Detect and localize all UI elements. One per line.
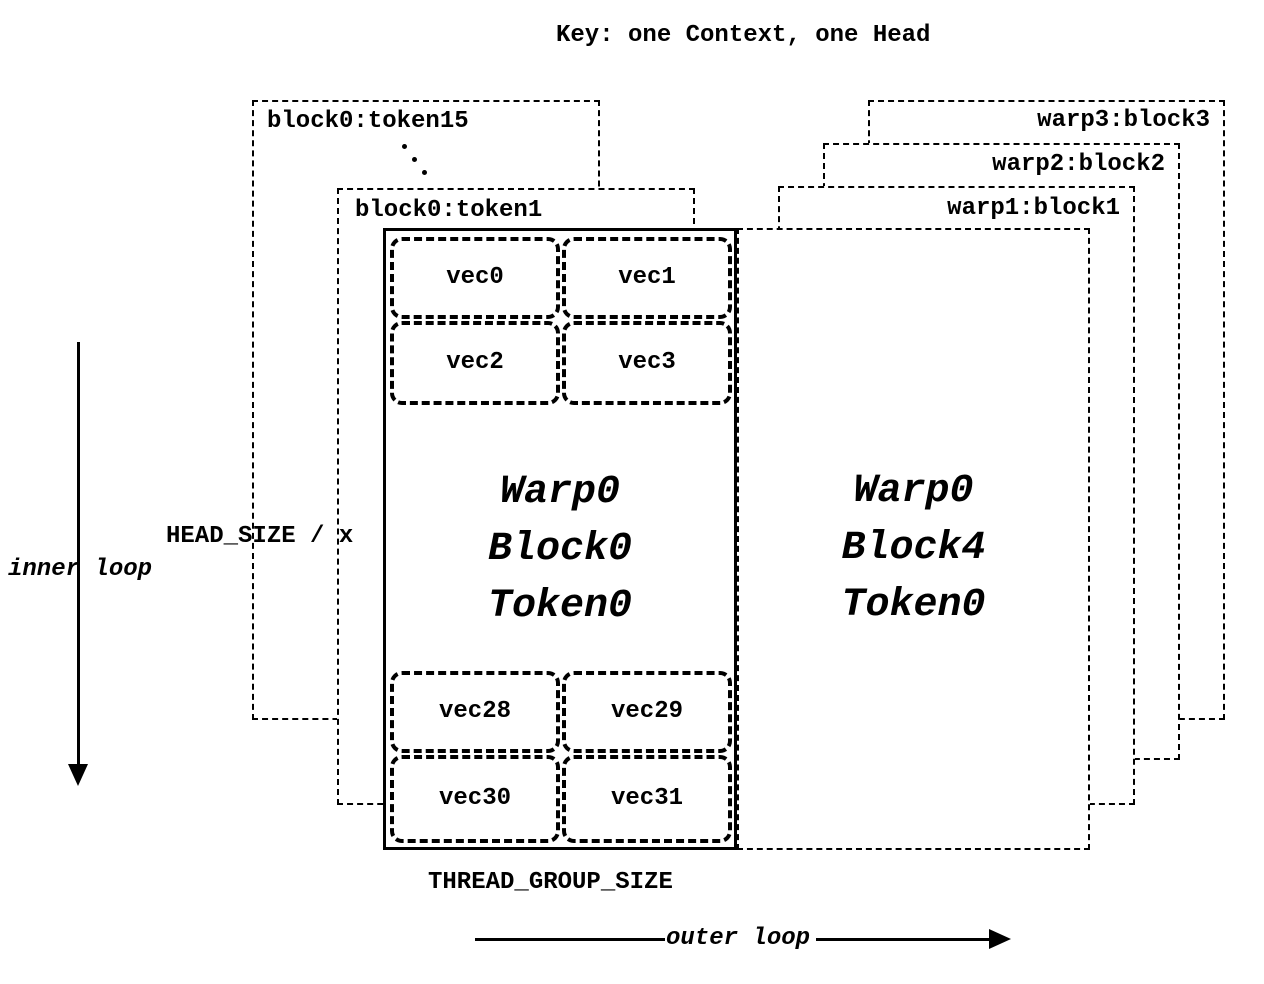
vec-label: vec2 (446, 349, 504, 377)
inner-loop-label: inner loop (8, 556, 153, 583)
ellipsis-dot (412, 157, 417, 162)
block-title: Warp0 Block0 Token0 (386, 464, 734, 635)
warp-box-label-warp3-block3: warp3:block3 (1037, 107, 1210, 134)
vec-label: vec1 (618, 264, 676, 292)
inner-loop-arrow (77, 342, 80, 766)
vec-label: vec28 (438, 698, 511, 726)
ellipsis-dot (402, 144, 407, 149)
vec-cell: vec3 (562, 321, 732, 405)
diagonal-ellipsis-icon (402, 144, 432, 180)
inner-loop-arrowhead-icon (68, 764, 88, 786)
vec-label: vec31 (610, 785, 683, 813)
outer-loop-arrowhead-icon (989, 929, 1011, 949)
context-box-label-block0-token1: block0:token1 (355, 197, 543, 224)
diagram-title: Key: one Context, one Head (556, 22, 931, 49)
vec-label: vec30 (438, 785, 511, 813)
head-size-label: HEAD_SIZE / x (166, 523, 354, 550)
warp-box-label-warp2-block2: warp2:block2 (992, 151, 1165, 178)
context-box-label-block0-token15: block0:token15 (267, 108, 469, 135)
vec-label: vec3 (618, 349, 676, 377)
block-title-line: Block4 (841, 526, 986, 571)
vec-cell: vec28 (390, 671, 560, 753)
block-warp0-block4-token0: Warp0 Block4 Token0 (737, 228, 1090, 850)
block-title-line: Token0 (841, 583, 986, 628)
outer-loop-arrow (475, 938, 665, 941)
vec-cell: vec29 (562, 671, 732, 753)
outer-loop-label: outer loop (666, 925, 811, 952)
block-title: Warp0 Block4 Token0 (739, 463, 1088, 634)
vec-label: vec0 (446, 264, 504, 292)
ellipsis-dot (422, 170, 427, 175)
block-warp0-block0-token0: vec0 vec1 vec2 vec3 Warp0 Block0 Token0 … (383, 228, 737, 850)
block-title-line: Warp0 (499, 470, 621, 515)
block-title-line: Token0 (487, 584, 633, 629)
vec-cell: vec31 (562, 755, 732, 843)
vec-cell: vec1 (562, 237, 732, 319)
outer-loop-arrow (816, 938, 991, 941)
vec-cell: vec0 (390, 237, 560, 319)
vec-label: vec29 (610, 698, 683, 726)
block-title-line: Block0 (487, 527, 633, 572)
thread-group-size-label: THREAD_GROUP_SIZE (428, 869, 673, 896)
warp-box-label-warp1-block1: warp1:block1 (947, 195, 1120, 222)
vec-cell: vec2 (390, 321, 560, 405)
block-title-line: Warp0 (853, 469, 974, 514)
vec-cell: vec30 (390, 755, 560, 843)
